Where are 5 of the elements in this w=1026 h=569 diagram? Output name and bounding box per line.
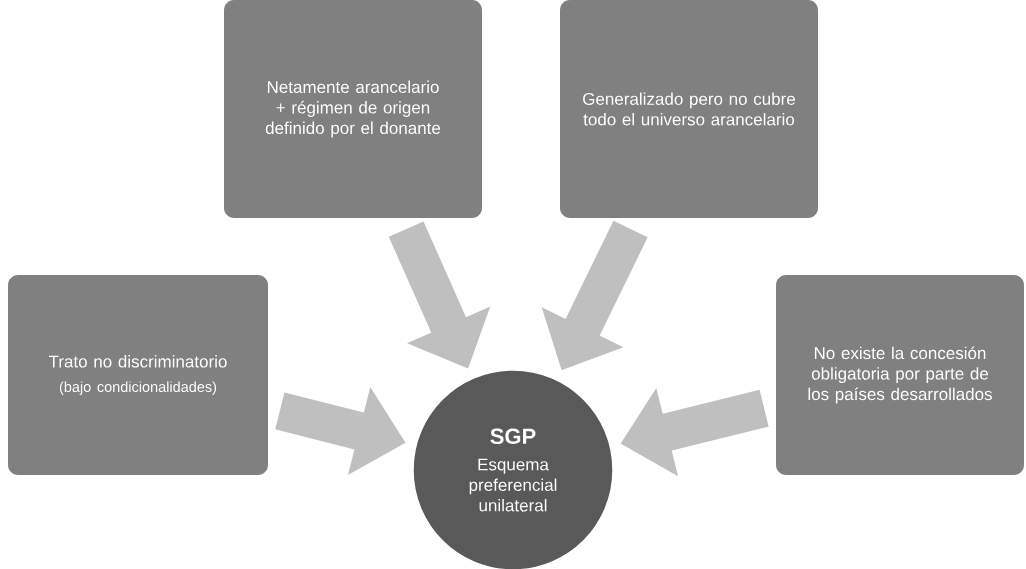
rounded-box: Netamente arancelario + régimen de origen definido por el donante: [224, 0, 482, 218]
rounded-box: Generalizado pero no cubre todo el universo arancelario: [560, 0, 818, 218]
circle-node: SGP Esquema preferencial unilateral: [412, 369, 614, 569]
rounded-box: Trato no discriminatorio (bajo condicionalidades): [8, 275, 268, 475]
rounded-box: No existe la concesión obligatoria por parte de los países desarrollados: [776, 275, 1024, 475]
